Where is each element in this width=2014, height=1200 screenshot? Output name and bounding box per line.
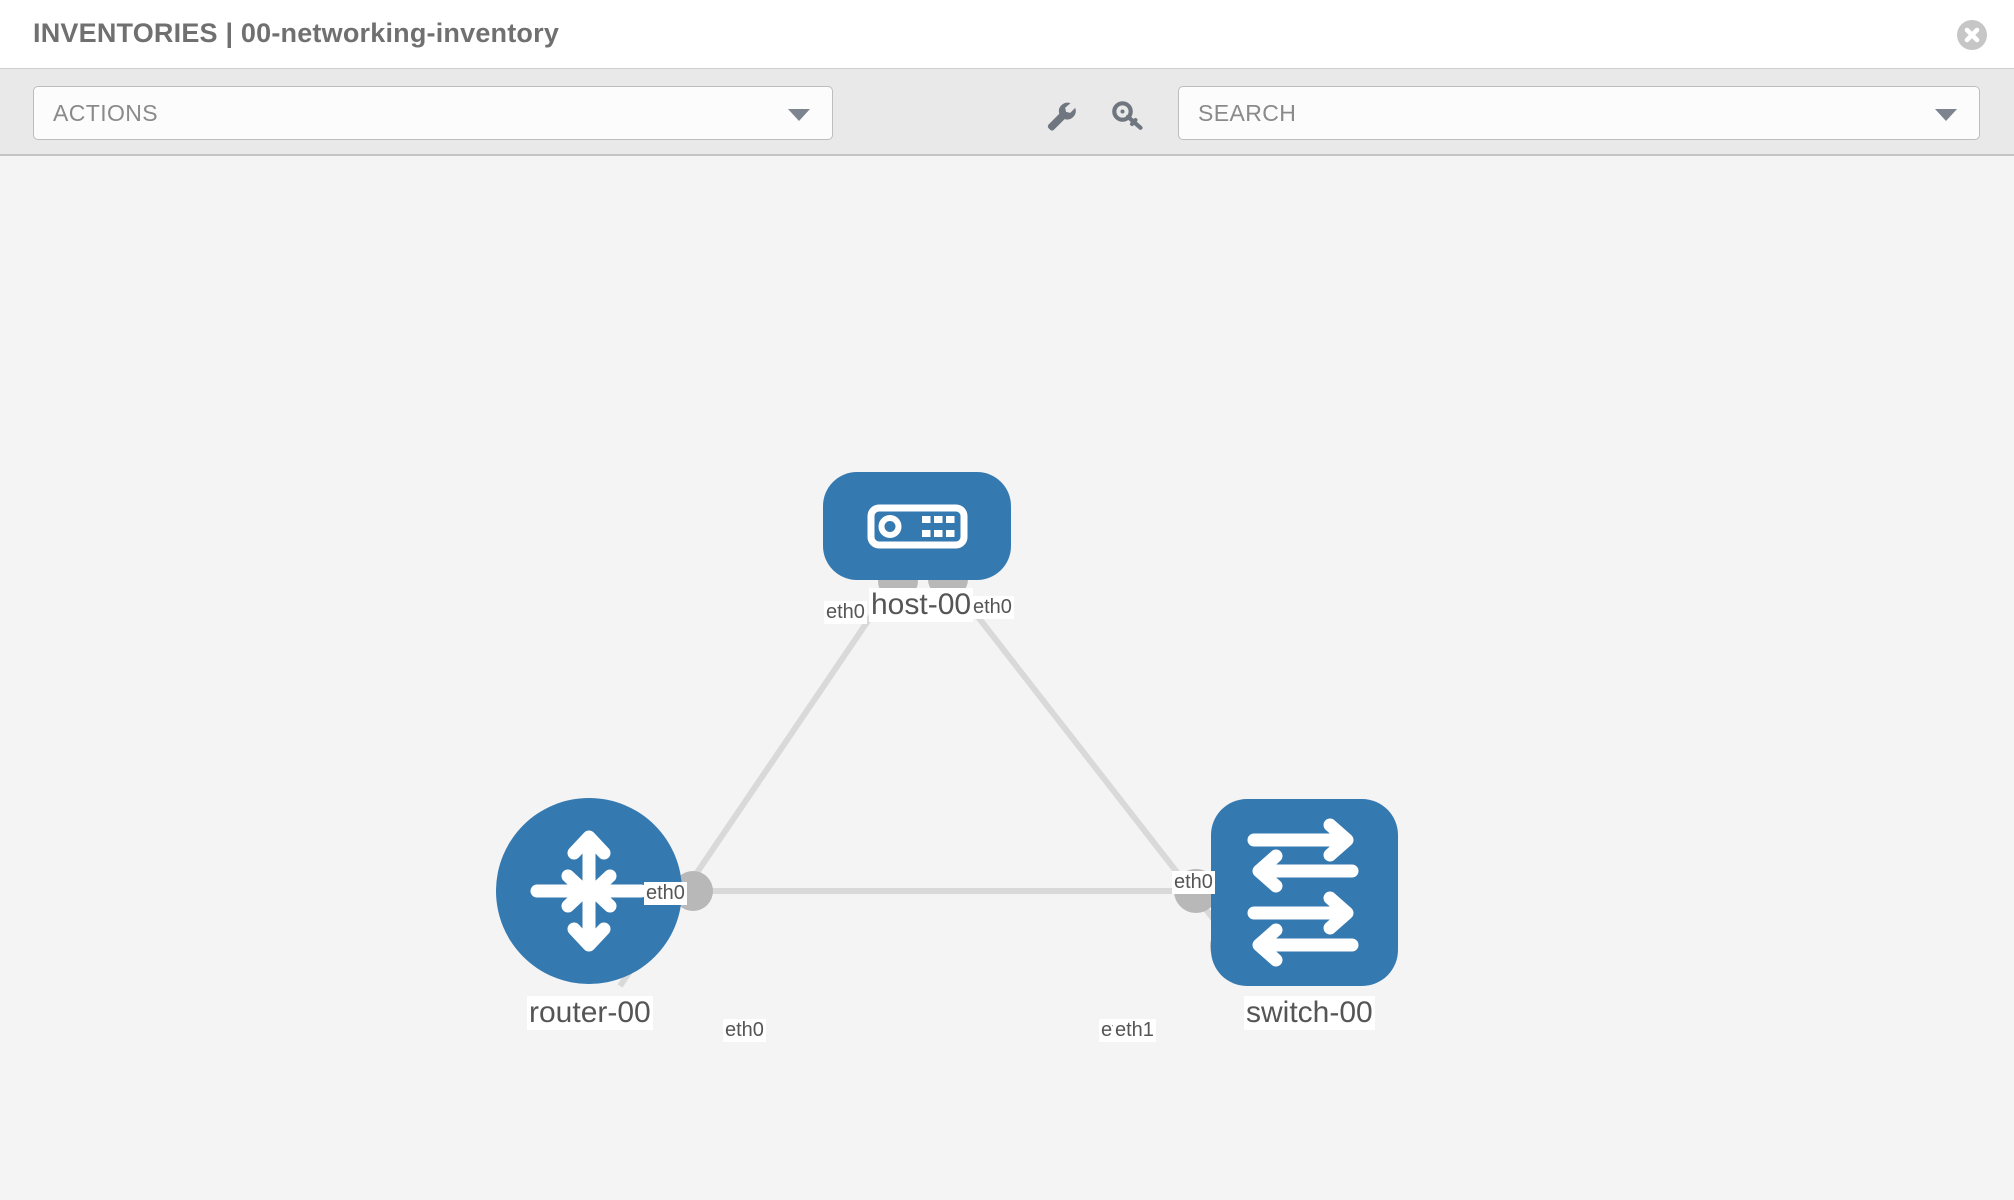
close-icon[interactable]: [1957, 20, 1987, 50]
wrench-icon[interactable]: [1040, 95, 1080, 135]
chevron-down-icon[interactable]: [1935, 109, 1957, 121]
router-arrows-icon: [530, 830, 648, 952]
node-label-router-00: router-00: [527, 996, 653, 1030]
switch-arrows-icon: [1247, 818, 1359, 967]
search-input[interactable]: SEARCH: [1178, 86, 1980, 140]
edge-label: eth0: [971, 596, 1014, 619]
topology-links: [617, 579, 1253, 988]
page-title: INVENTORIES | 00-networking-inventory: [33, 18, 560, 48]
node-label-switch-00: switch-00: [1244, 996, 1375, 1030]
node-switch-00[interactable]: [1211, 799, 1398, 986]
topology-graph: [496, 472, 1398, 988]
actions-dropdown[interactable]: ACTIONS: [33, 86, 833, 140]
edge-label: eth0: [1172, 871, 1215, 894]
topology-canvas[interactable]: eth0 eth0 eth0 eth0 eth0 eth eth1 host-0…: [0, 156, 2014, 1200]
chevron-down-icon: [788, 109, 810, 121]
edge-label: eth0: [644, 882, 687, 905]
node-router-00[interactable]: [496, 798, 682, 984]
edge-label: eth0: [723, 1019, 766, 1042]
node-label-host-00: host-00: [869, 588, 974, 622]
edge-label: eth1: [1113, 1019, 1156, 1042]
key-icon[interactable]: [1108, 95, 1148, 135]
page-header: INVENTORIES | 00-networking-inventory: [0, 0, 2014, 68]
edge-label: eth0: [824, 601, 867, 624]
server-icon: [867, 504, 968, 549]
toolbar: ACTIONS SEARCH: [0, 68, 2014, 156]
actions-dropdown-label: ACTIONS: [53, 100, 159, 126]
search-placeholder: SEARCH: [1198, 100, 1297, 126]
node-host-00[interactable]: [823, 472, 1011, 580]
